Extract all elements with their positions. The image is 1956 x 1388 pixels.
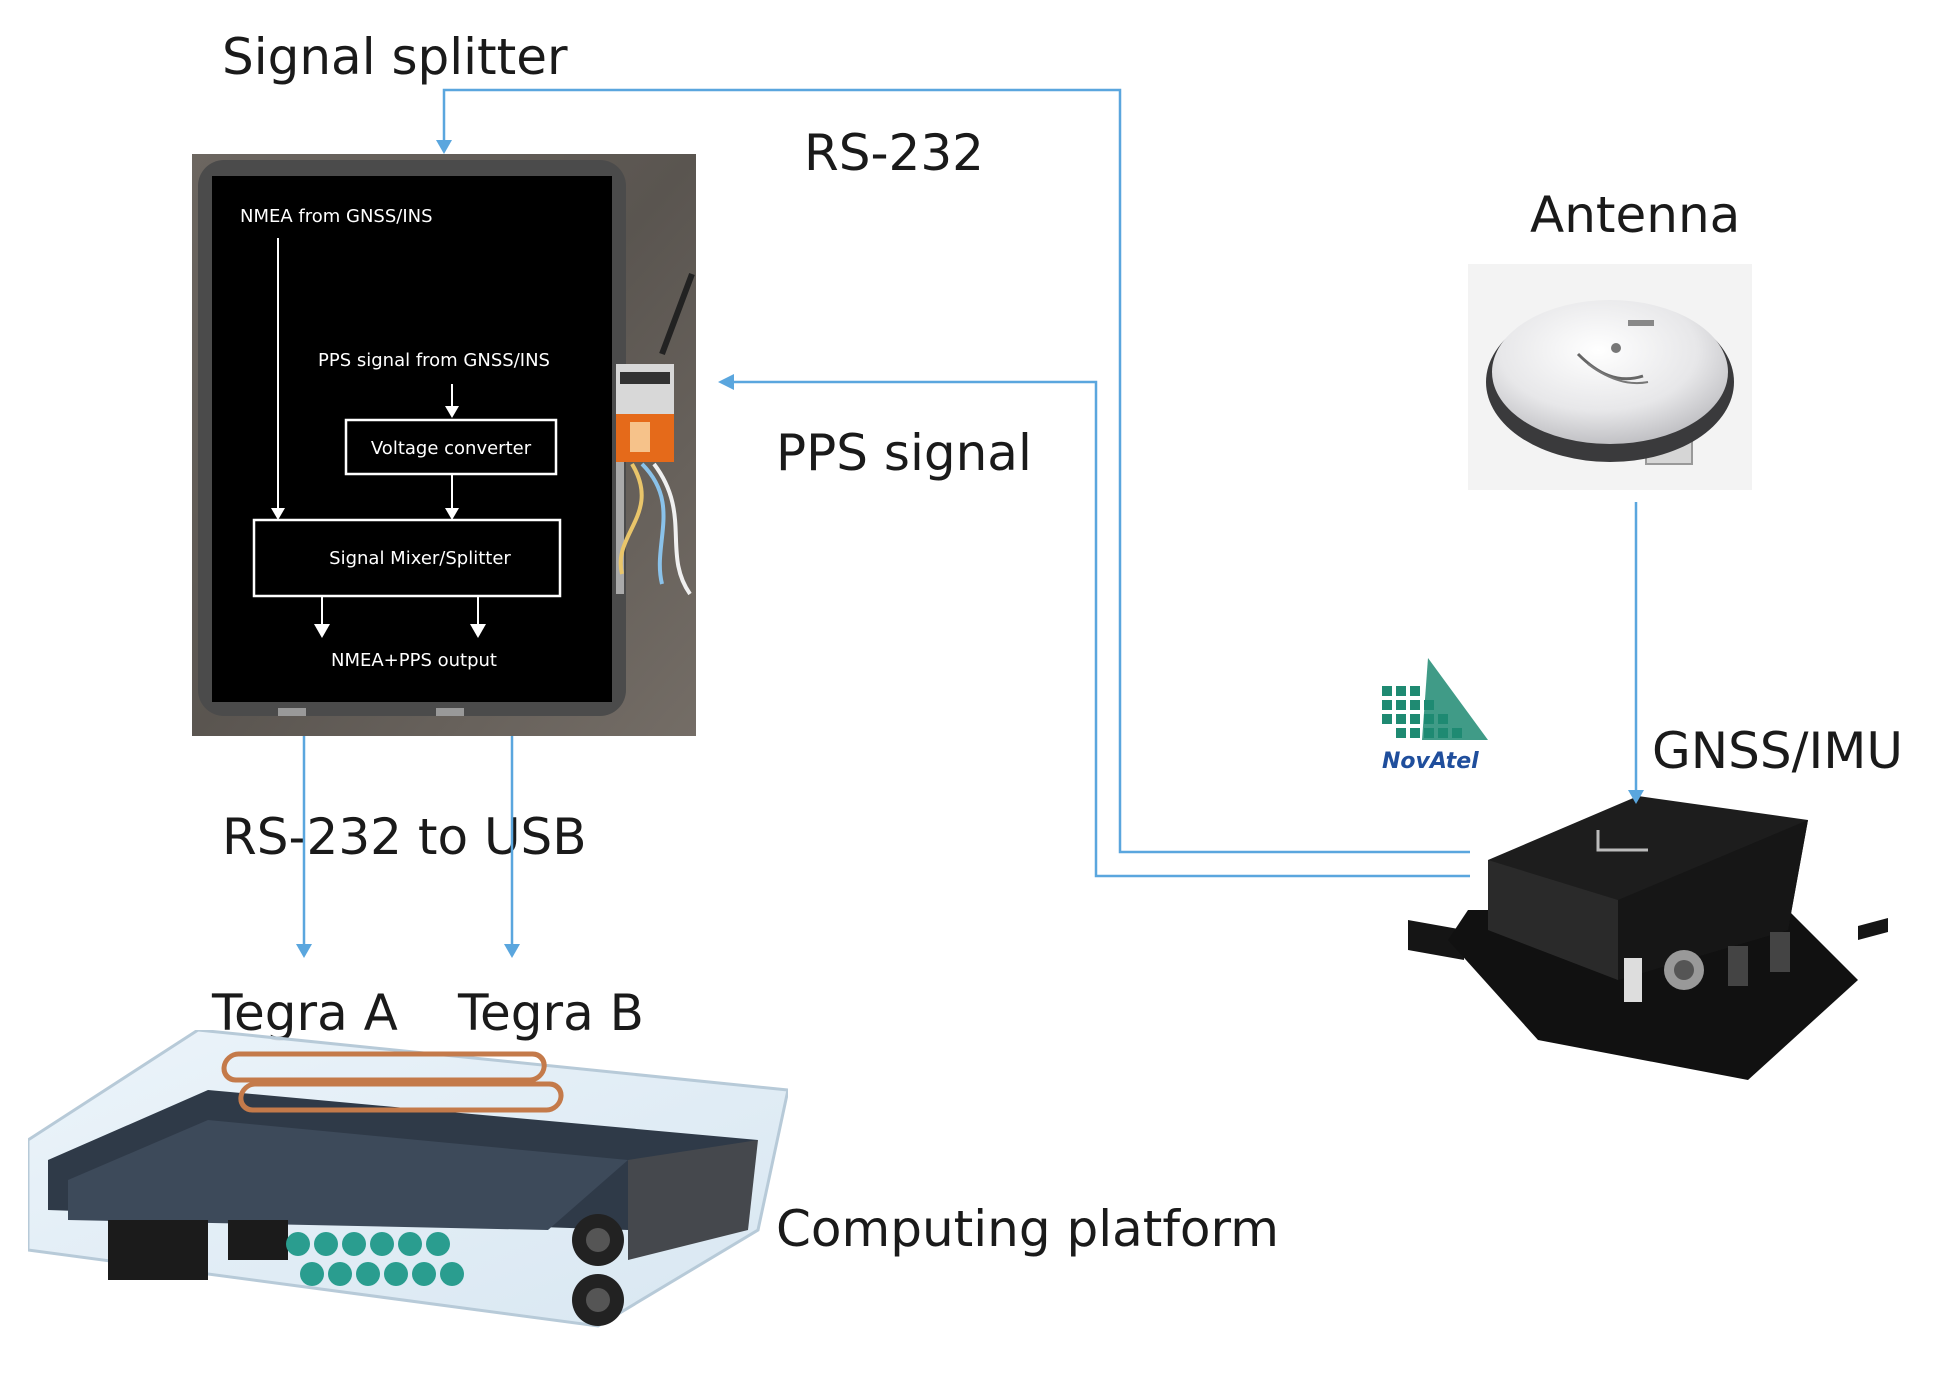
antenna-label: Antenna: [1530, 186, 1741, 244]
pps-input-text: PPS signal from GNSS/INS: [318, 350, 550, 371]
novatel-logo-text: NovAtel: [1382, 749, 1479, 774]
mixer-text: Signal Mixer/Splitter: [329, 548, 511, 569]
rs232-to-usb-label: RS-232 to USB: [222, 808, 587, 866]
computing-platform-image: [28, 1030, 788, 1328]
pps-signal-label: PPS signal: [776, 424, 1032, 482]
rs232-arrowhead: [436, 140, 452, 154]
pps-arrowhead: [718, 374, 734, 390]
rs232-label: RS-232: [804, 124, 984, 182]
nmea-input-text: NMEA from GNSS/INS: [240, 206, 433, 227]
rs232-wire: [442, 88, 1470, 854]
output-text: NMEA+PPS output: [331, 650, 497, 671]
gnss-imu-label: GNSS/IMU: [1652, 722, 1903, 780]
gnss-imu-image: [1408, 796, 1888, 1080]
pps-wire: [732, 380, 1470, 878]
voltage-converter-text: Voltage converter: [371, 438, 532, 459]
tegra-b-label: Tegra B: [458, 984, 644, 1042]
signal-splitter-image: NMEA from GNSS/INS PPS signal from GNSS/…: [192, 154, 696, 736]
tegra-a-label: Tegra A: [212, 984, 398, 1042]
tegra-a-arrowhead: [296, 944, 312, 958]
signal-splitter-label: Signal splitter: [222, 28, 568, 86]
tegra-b-arrowhead: [504, 944, 520, 958]
novatel-logo: NovAtel: [1382, 658, 1488, 774]
antenna-arrowhead: [1628, 790, 1644, 804]
computing-platform-label: Computing platform: [776, 1200, 1279, 1258]
antenna-image: [1468, 264, 1752, 490]
